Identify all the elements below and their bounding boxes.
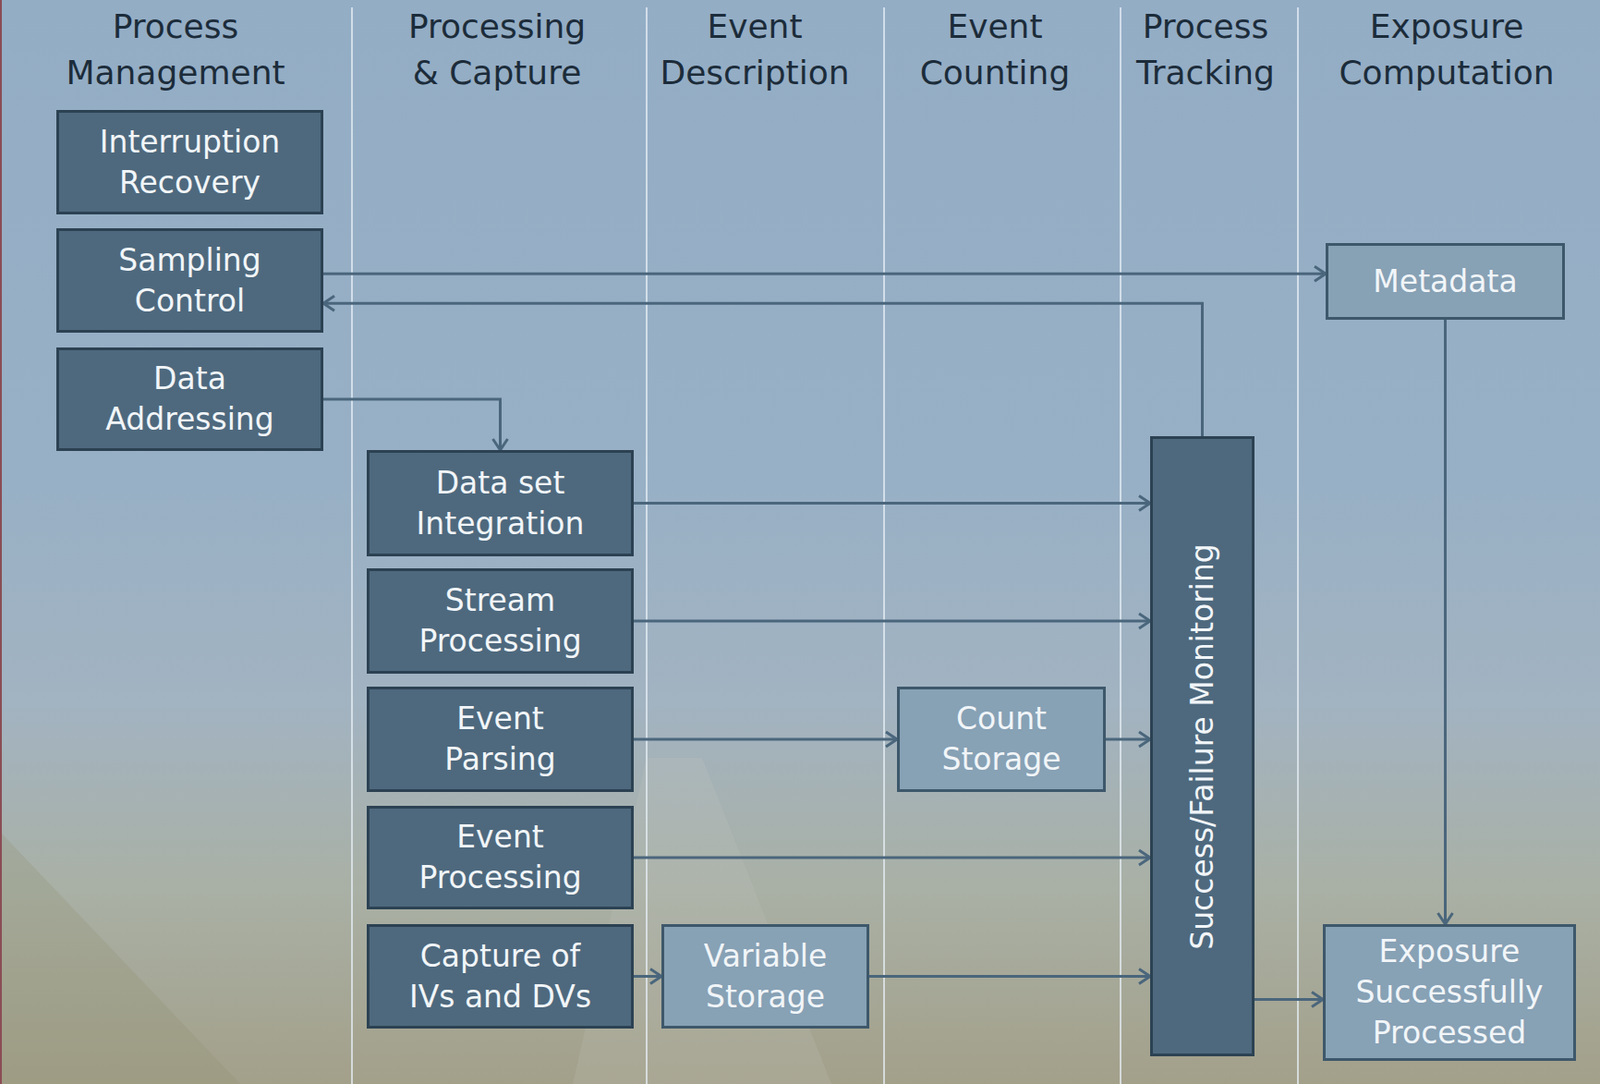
flow-arrow [1105,738,1151,741]
flow-arrow [1254,997,1323,1001]
box-label: Metadata [1372,261,1517,303]
process-box: Event Processing [366,805,634,910]
box-label: Event Parsing [426,698,575,780]
box-label: Count Storage [922,698,1080,780]
box-label: Capture of IVs and DVs [400,935,602,1018]
column-header: Processing & Capture [398,3,597,97]
flow-arrow [633,501,1151,505]
box-label: Exposure Successfully Processed [1338,931,1561,1054]
flow-arrow [1443,319,1447,924]
column-header: Event Counting [888,3,1102,97]
box-label: Event Processing [408,816,594,898]
flow-arrow [633,619,1151,623]
flow-arrow [323,303,1203,437]
box-label: Sampling Control [97,240,283,322]
result-box: Exposure Successfully Processed [1322,923,1576,1061]
column-separator [351,7,353,1084]
flow-arrow [869,974,1151,978]
box-label: Success/Failure Monitoring [1182,543,1224,950]
flow-arrow [323,272,1326,276]
process-box: Interruption Recovery [56,109,324,215]
data-box: Metadata [1325,242,1565,320]
flow-arrow [323,399,501,450]
column-header: Process Tracking [1113,3,1298,97]
box-label: Variable Storage [682,935,849,1018]
flow-arrow [633,856,1151,860]
storage-box: Count Storage [896,686,1106,792]
flow-arrow [633,738,897,741]
storage-box: Variable Storage [661,923,870,1029]
process-box: Data Addressing [56,347,324,451]
process-box: Event Parsing [366,686,634,792]
column-separator [645,7,648,1084]
box-label: Interruption Recovery [84,121,297,204]
process-box: Data set Integration [366,449,634,557]
process-box: Capture of IVs and DVs [366,923,634,1029]
column-separator [1296,7,1299,1084]
monitor-bar: Success/Failure Monitoring [1150,436,1255,1056]
box-label: Data Addressing [90,358,290,440]
column-header: Event Description [639,3,871,97]
ground-shade [0,831,241,1084]
column-header: Process Management [46,3,305,97]
box-label: Stream Processing [408,580,594,662]
process-box: Sampling Control [56,228,324,333]
column-separator [1119,7,1122,1084]
box-label: Data set Integration [403,462,598,545]
process-box: Stream Processing [366,568,634,674]
column-separator [883,7,885,1084]
edge-rule [0,0,2,1084]
column-header: Exposure Computation [1317,3,1576,97]
flow-arrow [633,974,662,978]
